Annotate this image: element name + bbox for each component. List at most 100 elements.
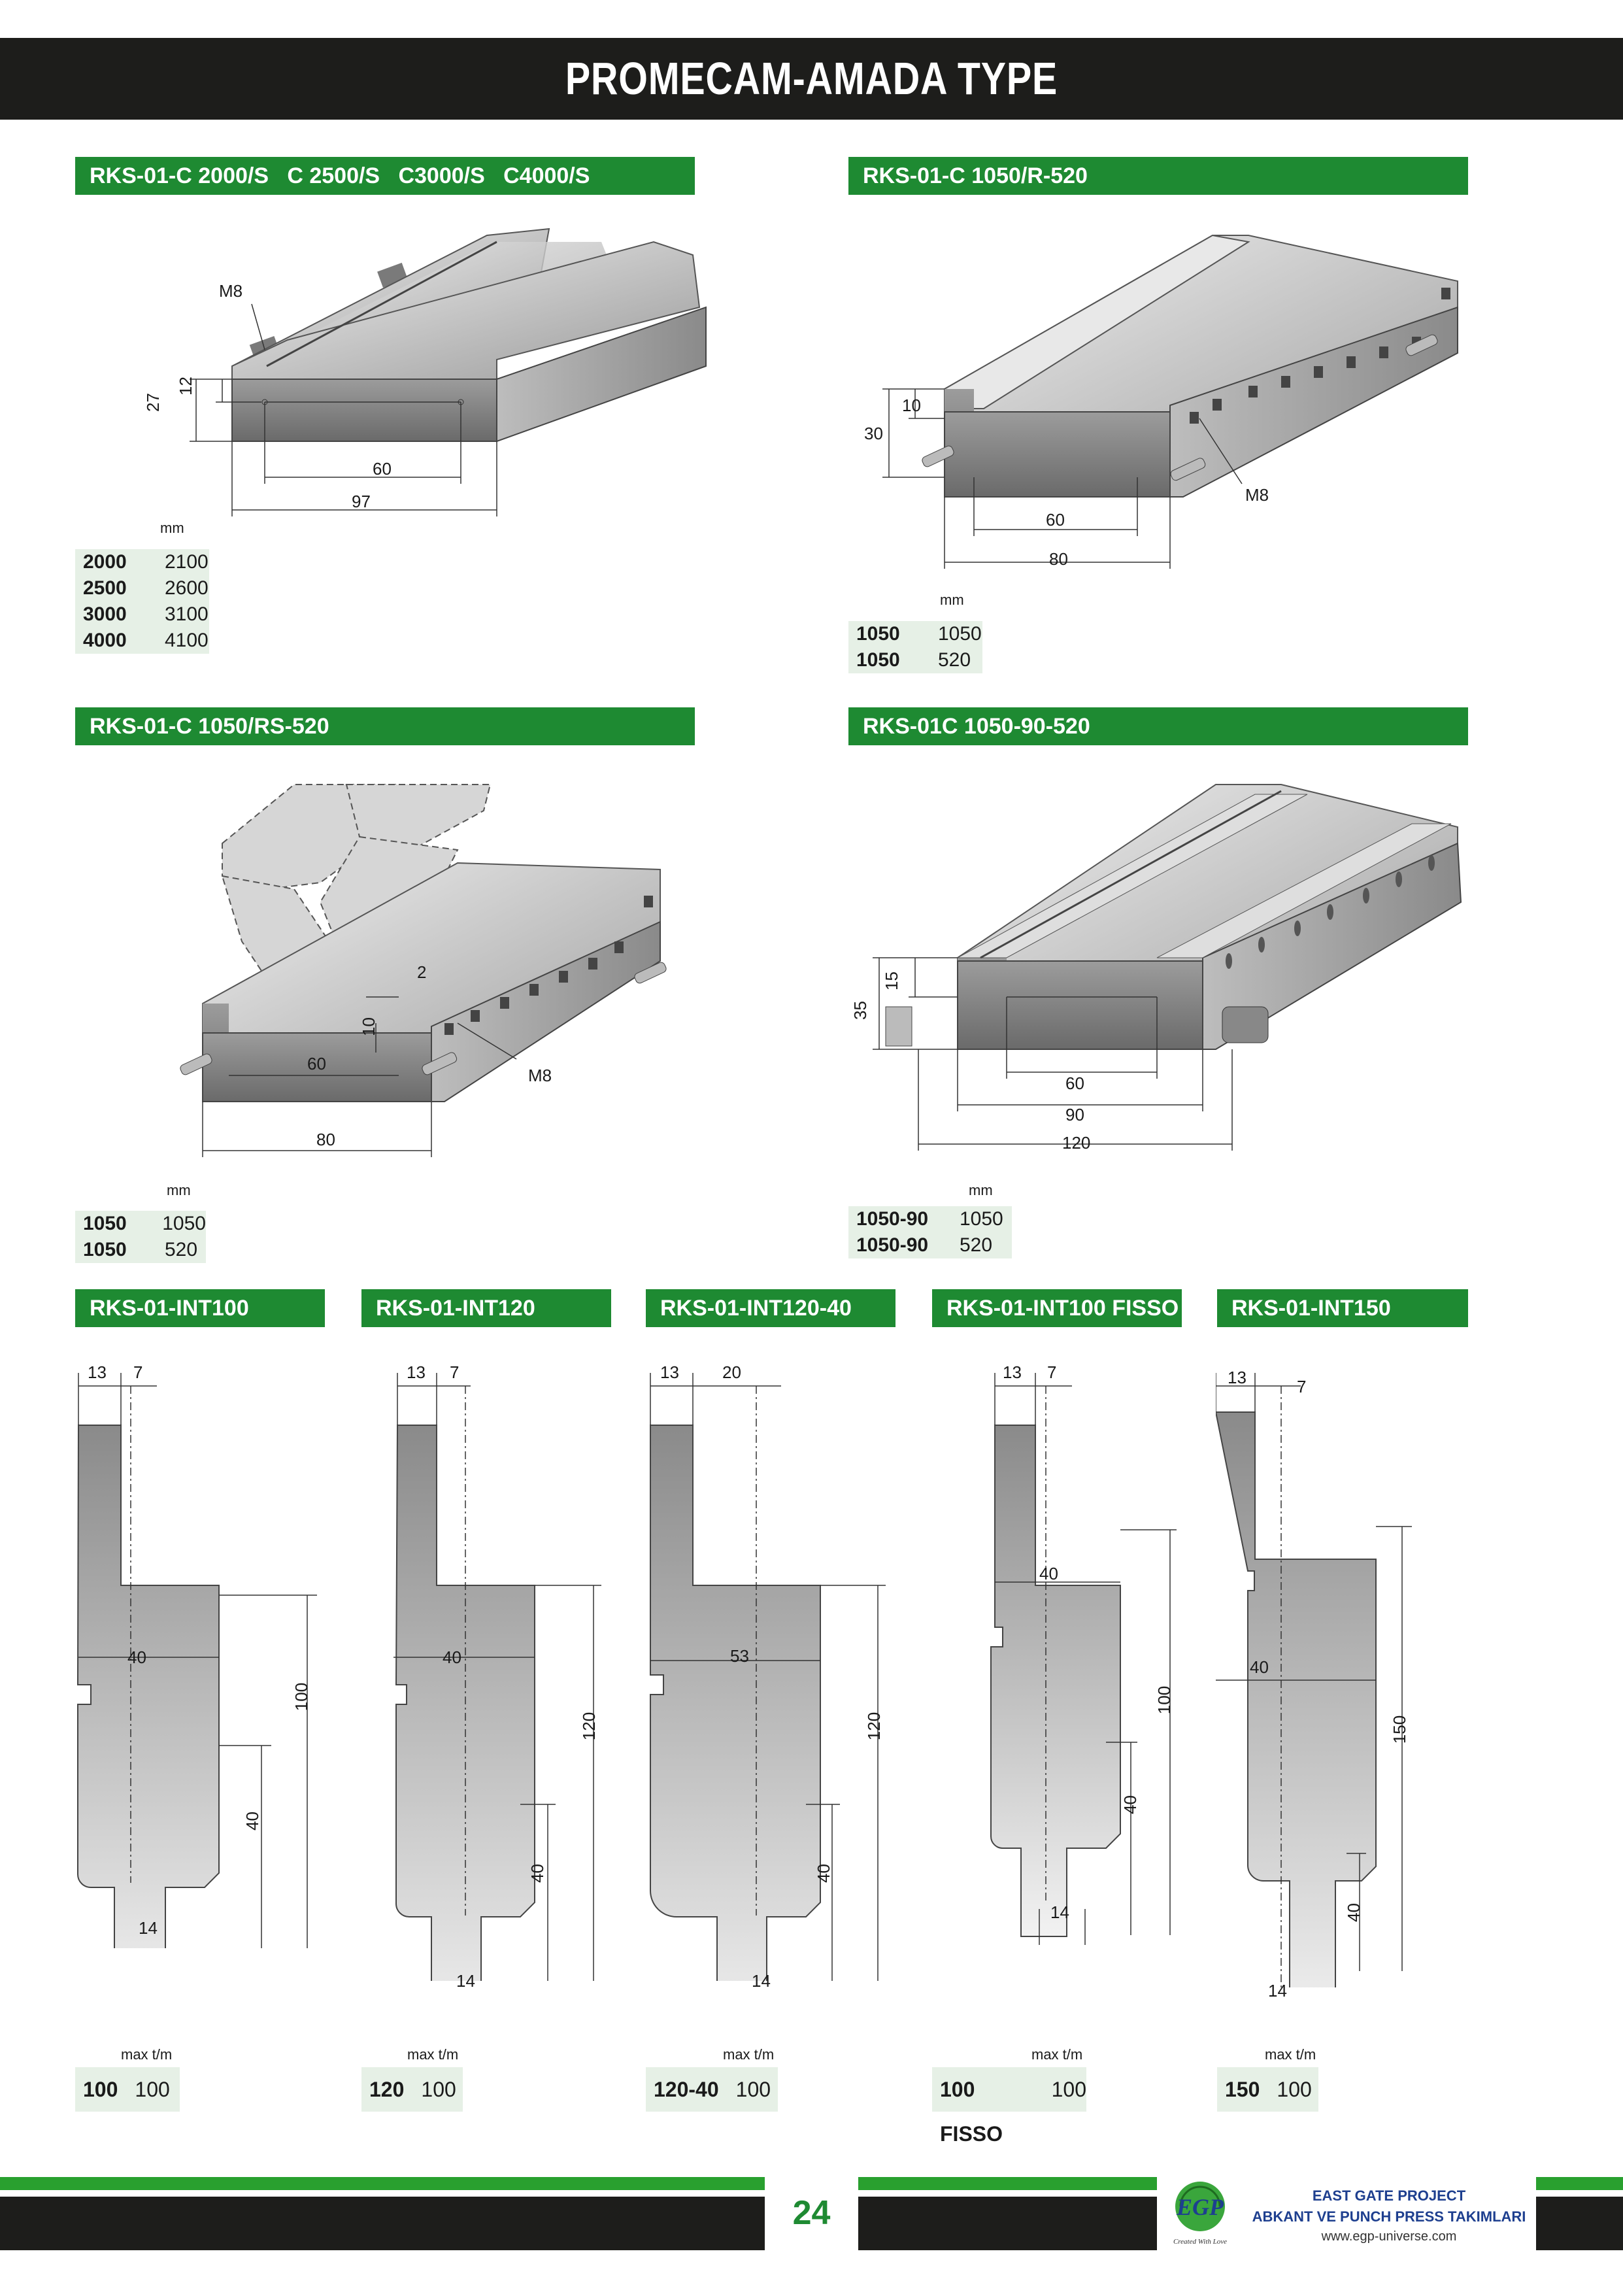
drawing-s2 [882, 234, 1458, 569]
profile-int100-fisso [990, 1373, 1177, 1945]
int120-40-dim-h: 120 [864, 1712, 884, 1741]
int120-dim-a: 13 [407, 1362, 426, 1382]
unit-s3: mm [167, 1182, 191, 1198]
int120-40-dim-s: 40 [813, 1864, 833, 1883]
int120-40-dim-b: 20 [722, 1362, 741, 1382]
unit-s4: mm [969, 1182, 993, 1198]
section-header-int120-40: RKS-01-INT120-40 [646, 1289, 895, 1327]
drawing-s4 [873, 784, 1462, 1151]
section-header-int100: RKS-01-INT100 [75, 1289, 325, 1327]
dim-m8-s3: M8 [528, 1066, 552, 1085]
int100-fisso-dim-w: 40 [1039, 1564, 1058, 1583]
int150-dim-h: 150 [1390, 1715, 1410, 1744]
unit-int120-40: max t/m [723, 2046, 775, 2063]
logo-text: EGP [1176, 2194, 1224, 2220]
dim-15: 15 [881, 971, 901, 990]
company-box: EGP Created With Love EAST GATE PROJECT … [1157, 2169, 1536, 2255]
drawing-s3 [180, 784, 667, 1157]
section-header-s4: RKS-01C 1050-90-520 [848, 707, 1468, 745]
int120-dim-w: 40 [443, 1647, 461, 1667]
page-number: 24 [792, 2194, 831, 2232]
profile-int120-40 [650, 1373, 886, 1981]
int100-dim-h: 100 [292, 1682, 312, 1712]
profile-int100 [76, 1373, 317, 1948]
unit-s2: mm [940, 592, 964, 608]
logo-tagline: Created With Love [1173, 2238, 1227, 2246]
page-title: PROMECAM-AMADA TYPE [565, 53, 1058, 104]
profile-int120 [393, 1373, 601, 1981]
section-header-s2: RKS-01-C 1050/R-520 [848, 157, 1468, 195]
dim-80-s3: 80 [316, 1130, 335, 1149]
company-subtitle: ABKANT VE PUNCH PRESS TAKIMLARI [1252, 2208, 1526, 2225]
int100-dim-t: 14 [139, 1918, 158, 1938]
section-header-int100-fisso: RKS-01-INT100 FISSO [932, 1289, 1182, 1327]
section-header-s3: RKS-01-C 1050/RS-520 [75, 707, 695, 745]
unit-int150: max t/m [1265, 2046, 1316, 2063]
egp-logo: EGP Created With Love [1173, 2182, 1227, 2246]
int100-fisso-dim-a: 13 [1003, 1362, 1022, 1382]
int100-dim-a: 13 [88, 1362, 107, 1382]
unit-int100-fisso: max t/m [1031, 2046, 1083, 2063]
footer-dark-bar-left [0, 2197, 765, 2250]
dim-97: 97 [352, 492, 371, 511]
int100-fisso-dim-s: 40 [1120, 1795, 1140, 1814]
section-header-int150: RKS-01-INT150 [1217, 1289, 1468, 1327]
section-header-int120: RKS-01-INT120 [361, 1289, 611, 1327]
dim-2-s3: 2 [417, 962, 427, 982]
int120-dim-b: 7 [450, 1362, 460, 1382]
int120-40-dim-w: 53 [730, 1646, 749, 1666]
int100-fisso-dim-b: 7 [1047, 1362, 1057, 1382]
int150-dim-w: 40 [1250, 1657, 1269, 1677]
unit-int100: max t/m [121, 2046, 173, 2063]
dim-m8-s1: M8 [219, 281, 243, 301]
int150-dim-b: 7 [1297, 1377, 1307, 1396]
int100-dim-s: 40 [242, 1812, 262, 1831]
dim-60-s1: 60 [373, 459, 392, 479]
company-url[interactable]: www.egp-universe.com [1321, 2229, 1457, 2244]
int150-dim-s: 40 [1343, 1903, 1364, 1922]
unit-int120: max t/m [407, 2046, 459, 2063]
dim-60-s4: 60 [1065, 1073, 1084, 1093]
dim-60-s2: 60 [1046, 510, 1065, 530]
dim-80-s2: 80 [1049, 549, 1068, 569]
int120-dim-s: 40 [527, 1864, 547, 1883]
dim-10-s2: 10 [902, 396, 921, 415]
int120-dim-h: 120 [579, 1712, 599, 1741]
title-bar [0, 38, 1623, 120]
int100-dim-b: 7 [133, 1362, 143, 1382]
footer-green-bar-left [0, 2177, 765, 2190]
dim-27: 27 [142, 393, 163, 412]
dim-10-s3: 10 [358, 1017, 378, 1036]
dim-60-s3: 60 [307, 1054, 326, 1073]
int150-dim-a: 13 [1228, 1368, 1247, 1387]
dim-35: 35 [850, 1001, 870, 1020]
int120-dim-t: 14 [456, 1971, 475, 1991]
int100-dim-w: 40 [127, 1647, 146, 1667]
dim-30: 30 [864, 424, 883, 443]
dim-12: 12 [175, 377, 195, 396]
int100-fisso-dim-t: 14 [1050, 1902, 1069, 1922]
section-header-s1: RKS-01-C 2000/S C 2500/S C3000/S C4000/S [75, 157, 695, 195]
dim-120-s4: 120 [1062, 1133, 1091, 1153]
dim-90: 90 [1065, 1105, 1084, 1124]
dim-m8-s2: M8 [1245, 485, 1269, 505]
int120-40-dim-a: 13 [660, 1362, 679, 1382]
